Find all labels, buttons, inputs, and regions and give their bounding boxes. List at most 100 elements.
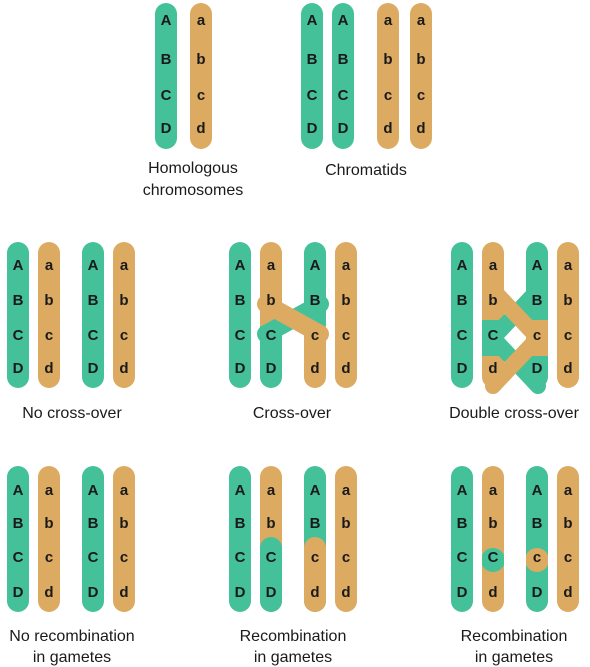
allele-label: D bbox=[13, 584, 24, 601]
caption-line: Double cross-over bbox=[449, 405, 580, 422]
allele-label: a bbox=[489, 482, 498, 499]
allele-label: c bbox=[342, 327, 350, 344]
chromosome-dominant bbox=[155, 3, 177, 149]
allele-label: a bbox=[384, 12, 393, 29]
allele-label: C bbox=[266, 549, 277, 566]
allele-label: a bbox=[342, 257, 351, 274]
homologous-chromosomes-panel: A B C D a b c d Homologous chromosomes bbox=[143, 3, 243, 199]
caption-line: Cross-over bbox=[253, 405, 332, 422]
allele-label: c bbox=[120, 327, 128, 344]
allele-label: B bbox=[88, 515, 99, 532]
allele-label: D bbox=[88, 360, 99, 377]
allele-label: d bbox=[341, 584, 350, 601]
allele-label: c bbox=[384, 87, 392, 104]
allele-label: c bbox=[533, 327, 541, 344]
caption-line: Chromatids bbox=[325, 162, 407, 179]
recombinant-gamete-chromatid bbox=[526, 466, 548, 612]
double-crossover-panel: A B C D a b C d A B c D a b c d Double c… bbox=[449, 242, 580, 422]
allele-label: a bbox=[120, 257, 129, 274]
allele-label: b bbox=[563, 515, 572, 532]
allele-label: C bbox=[235, 549, 246, 566]
allele-label: C bbox=[266, 327, 277, 344]
allele-label: D bbox=[532, 584, 543, 601]
allele-label: b bbox=[341, 292, 350, 309]
allele-label: c bbox=[564, 327, 572, 344]
allele-label: c bbox=[311, 327, 319, 344]
allele-label: a bbox=[564, 482, 573, 499]
allele-label: B bbox=[532, 515, 543, 532]
allele-label: D bbox=[88, 584, 99, 601]
allele-label: B bbox=[235, 515, 246, 532]
allele-label: B bbox=[161, 51, 172, 68]
allele-label: c bbox=[45, 327, 53, 344]
allele-label: B bbox=[13, 292, 24, 309]
allele-label: d bbox=[341, 360, 350, 377]
chiasma-band bbox=[485, 282, 546, 394]
recombination-double-panel: A B C D a b C d A B c D a b c d Recombin… bbox=[451, 466, 579, 666]
allele-label: c bbox=[197, 87, 205, 104]
allele-label: B bbox=[307, 51, 318, 68]
allele-label: b bbox=[488, 515, 497, 532]
allele-label: b bbox=[383, 51, 392, 68]
allele-label: b bbox=[266, 292, 275, 309]
allele-label: d bbox=[119, 360, 128, 377]
chromatid-recessive bbox=[377, 3, 399, 149]
allele-label: a bbox=[45, 257, 54, 274]
chromatid-recessive bbox=[38, 242, 60, 388]
allele-label: b bbox=[563, 292, 572, 309]
allele-label: B bbox=[532, 292, 543, 309]
allele-label: C bbox=[88, 327, 99, 344]
allele-label: a bbox=[564, 257, 573, 274]
allele-label: a bbox=[489, 257, 498, 274]
no-crossover-panel: A B C D a b c d A B C D a b c d No cross… bbox=[7, 242, 135, 422]
allele-label: c bbox=[417, 87, 425, 104]
allele-label: A bbox=[457, 482, 468, 499]
chromatid-recessive bbox=[410, 3, 432, 149]
gamete-chromatid bbox=[335, 466, 357, 612]
chromatid-dominant bbox=[451, 242, 473, 388]
chromatid-recessive bbox=[557, 242, 579, 388]
caption-line: Recombination bbox=[461, 628, 568, 645]
recombinant-gamete-chromatid bbox=[260, 466, 282, 612]
allele-label: D bbox=[161, 120, 172, 137]
chromosome-recessive bbox=[190, 3, 212, 149]
chromatid-dominant bbox=[332, 3, 354, 149]
allele-label: d bbox=[44, 584, 53, 601]
allele-label: C bbox=[307, 87, 318, 104]
allele-label: A bbox=[161, 12, 172, 29]
caption-line: No recombination bbox=[9, 628, 134, 645]
allele-label: D bbox=[235, 584, 246, 601]
allele-label: a bbox=[267, 482, 276, 499]
allele-label: C bbox=[488, 549, 499, 566]
allele-label: b bbox=[119, 292, 128, 309]
chromatid-dominant bbox=[301, 3, 323, 149]
allele-label: b bbox=[416, 51, 425, 68]
allele-label: A bbox=[88, 482, 99, 499]
caption-line: in gametes bbox=[475, 649, 553, 666]
allele-label: C bbox=[488, 327, 499, 344]
allele-label: d bbox=[196, 120, 205, 137]
caption-line: No cross-over bbox=[22, 405, 122, 422]
chromatids-panel: A B C D A B C D a b c d a b c d Chromati… bbox=[301, 3, 432, 179]
allele-label: d bbox=[488, 360, 497, 377]
allele-label: D bbox=[338, 120, 349, 137]
allele-label: a bbox=[120, 482, 129, 499]
chromatid-dominant bbox=[7, 242, 29, 388]
allele-label: a bbox=[267, 257, 276, 274]
chromatid-dominant bbox=[229, 242, 251, 388]
allele-label: C bbox=[457, 327, 468, 344]
allele-label: d bbox=[383, 120, 392, 137]
chiasma-band bbox=[485, 282, 546, 394]
allele-label: b bbox=[488, 292, 497, 309]
allele-label: D bbox=[13, 360, 24, 377]
allele-label: D bbox=[235, 360, 246, 377]
allele-label: c bbox=[564, 549, 572, 566]
allele-label: d bbox=[416, 120, 425, 137]
recombinant-gamete-chromatid bbox=[482, 466, 504, 612]
allele-label: D bbox=[307, 120, 318, 137]
allele-label: c bbox=[533, 549, 541, 566]
crossover-panel: A B C D a b C D A B c d a b c d Cross-ov… bbox=[229, 242, 357, 422]
allele-label: A bbox=[310, 257, 321, 274]
allele-label: A bbox=[338, 12, 349, 29]
